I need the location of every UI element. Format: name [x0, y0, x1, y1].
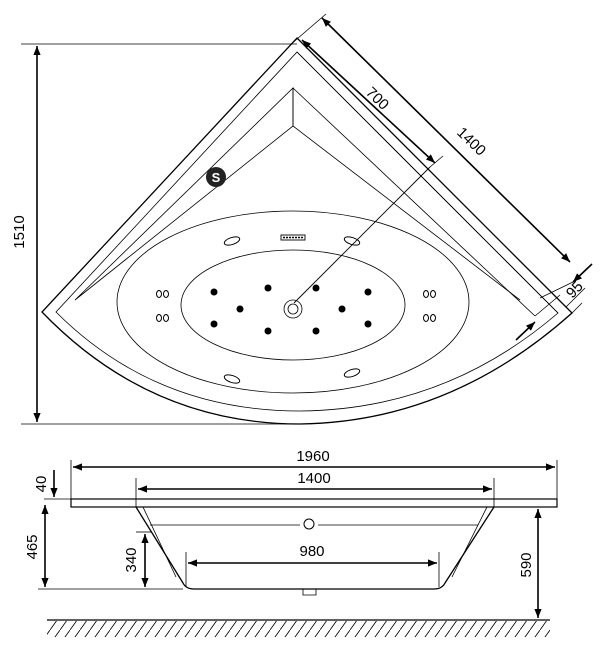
side-jet — [163, 290, 169, 298]
side-jet — [156, 290, 162, 298]
basin-inner-ellipse — [180, 249, 406, 361]
wedge-top-line — [292, 87, 536, 317]
handle-oval — [343, 368, 361, 378]
drain-inner — [287, 303, 299, 315]
extension-line-rim-outer — [571, 302, 583, 314]
dim-label-1400: 1400 — [453, 124, 489, 159]
dim-label-1960: 1960 — [296, 448, 329, 465]
side-jet — [430, 314, 436, 322]
jet-dot — [338, 305, 346, 313]
corner-wedge — [74, 87, 294, 301]
dim-label-1510: 1510 — [11, 215, 28, 248]
rim-line-right — [296, 51, 559, 314]
side-jet — [423, 314, 429, 322]
side-jet — [423, 290, 429, 298]
dim-label-700: 700 — [362, 84, 392, 114]
dim-label-340: 340 — [123, 547, 140, 572]
jet-dot — [210, 320, 218, 328]
diagonal-centerline — [293, 166, 431, 304]
top-view: S 1510 700 1400 95 — [11, 13, 593, 425]
side-jet — [156, 314, 162, 322]
jet-dot — [364, 320, 372, 328]
handle-oval — [223, 374, 241, 384]
side-jet — [430, 290, 436, 298]
jet-dot — [312, 284, 320, 292]
dim-line-95 — [539, 281, 574, 299]
dim-label-40: 40 — [33, 476, 50, 493]
extension-line-corner — [289, 13, 327, 46]
floor-hatch — [47, 621, 550, 637]
jet-dot — [210, 288, 218, 296]
jet-dots — [210, 284, 372, 335]
s-badge: S — [206, 167, 226, 187]
tub-body-inner-right — [451, 506, 488, 578]
dim-arrow-95-b — [515, 321, 536, 341]
s-badge-label: S — [212, 170, 221, 185]
dim-label-980: 980 — [299, 543, 324, 560]
overflow-slot — [280, 234, 306, 241]
tub-rim-line — [55, 51, 559, 412]
tub-outer-outline — [41, 37, 573, 425]
side-jets — [156, 290, 436, 322]
dim-label-1400-side: 1400 — [297, 470, 330, 487]
rim-slab — [70, 498, 558, 508]
dim-line-1400 — [321, 17, 571, 263]
overflow-circle — [303, 518, 315, 530]
dim-label-590: 590 — [518, 552, 535, 577]
handle-oval — [223, 236, 241, 246]
s-badge-circle — [206, 167, 226, 187]
dim-label-95: 95 — [563, 278, 587, 302]
dim-label-465: 465 — [24, 534, 41, 559]
extension-line-mid — [429, 155, 444, 168]
side-jet — [163, 314, 169, 322]
jet-dot — [264, 284, 272, 292]
drain-outer — [283, 299, 303, 319]
jet-dot — [312, 327, 320, 335]
tub-body-inner — [142, 506, 177, 578]
jet-dot — [236, 305, 244, 313]
dim-arrow-95-a — [572, 263, 593, 283]
basin-outer-ellipse — [116, 210, 470, 394]
jet-dot — [364, 288, 372, 296]
extension-line-end — [565, 287, 586, 308]
extension-line-rim-inner — [534, 294, 561, 317]
jet-dot — [264, 327, 272, 335]
tub-body-outline — [135, 506, 495, 590]
drain-bump — [302, 589, 317, 596]
side-view: 1960 1400 40 465 340 980 590 — [24, 448, 558, 637]
